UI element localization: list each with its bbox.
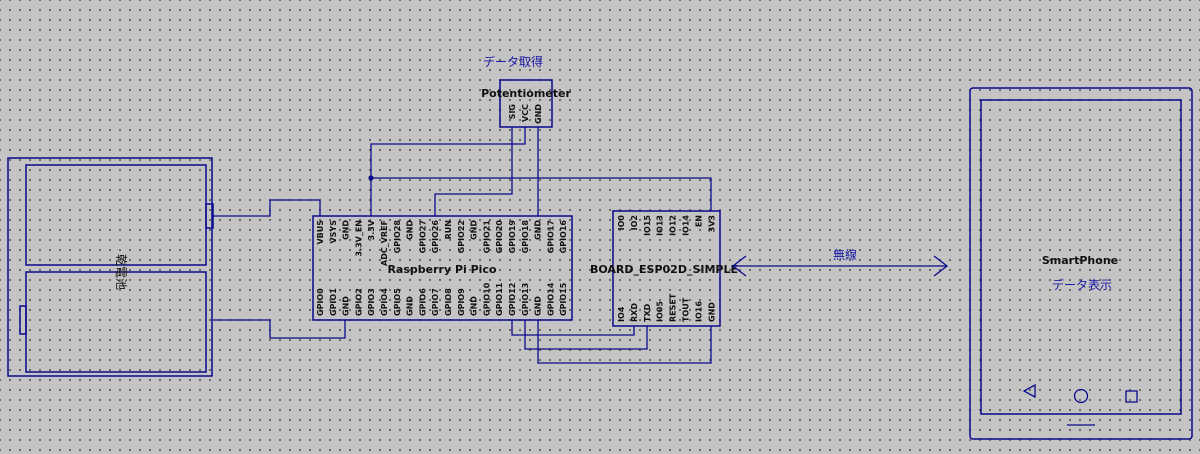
pin-label: VCC	[521, 104, 530, 122]
pin-label: GPIO16	[559, 220, 568, 254]
back-triangle-icon	[1022, 383, 1036, 399]
battery: 乾電池	[7, 157, 214, 377]
potentiometer-body	[499, 79, 553, 128]
pin-label: GPIO14	[546, 282, 555, 316]
battery-label: 乾電池	[114, 254, 128, 290]
pin-label: GND	[406, 296, 415, 316]
pin-label: GPIO7	[431, 288, 440, 316]
potentiometer-title: Potentiometer	[481, 87, 571, 100]
pin-label: GND	[342, 220, 351, 240]
pin-label: GPIO0	[316, 288, 325, 316]
pin-label: GPIO10	[482, 282, 491, 316]
pin-label: GPIO20	[495, 220, 504, 254]
recent-square-icon	[1125, 390, 1138, 403]
potentiometer-caption: データ取得	[483, 54, 543, 69]
pin-label: GND	[707, 302, 716, 322]
pin-label: GND	[534, 296, 543, 316]
wires	[213, 127, 712, 364]
pin-label: GPIO15	[559, 282, 568, 316]
pin-label: IO13	[656, 215, 665, 236]
pin-label: GPIO1	[329, 288, 338, 316]
pin-label: GPIO3	[367, 288, 376, 316]
pin-label: GND	[534, 104, 543, 124]
pin-label: GPIO17	[546, 220, 555, 253]
battery-cell-1	[25, 164, 207, 266]
pin-label: IO16	[694, 301, 703, 322]
pin-label: VBUS	[316, 220, 325, 245]
wire-3v3-to-esp	[371, 177, 712, 211]
pin-label: GPIO26	[431, 220, 440, 254]
pin-label: GPIO4	[380, 288, 389, 316]
pico-body	[312, 215, 573, 321]
pin-label: IO4	[617, 306, 626, 322]
wireless-label: 無線	[833, 247, 857, 262]
pin-label: IO12	[669, 215, 678, 236]
pin-label: GND	[470, 296, 479, 316]
pin-label: GPIO27	[418, 220, 427, 253]
pin-label: GPIO19	[508, 220, 517, 254]
pin-label: IO0	[617, 215, 626, 231]
smartphone: SmartPhone データ表示	[969, 87, 1193, 440]
wire-txd	[524, 320, 648, 350]
pico-title: Raspberry Pi Pico	[387, 263, 497, 276]
pin-label: GPIO5	[393, 288, 402, 316]
pin-label: 3V3	[707, 215, 716, 232]
pin-label: GPIO8	[444, 288, 453, 316]
battery-terminal-neg	[19, 305, 27, 335]
esp-title: BOARD_ESP02D_SIMPLE	[590, 263, 738, 276]
pin-label: EN	[694, 215, 703, 227]
pin-label: GND	[534, 220, 543, 240]
pin-label: GPIO2	[354, 288, 363, 316]
smartphone-title: SmartPhone	[1042, 254, 1118, 267]
smartphone-subtitle: データ表示	[1052, 277, 1112, 292]
wire-pot-sig	[434, 127, 513, 216]
pin-label: GPIO11	[495, 282, 504, 316]
pin-label: RESET	[669, 293, 678, 322]
wireless-arrow-right-head	[933, 255, 949, 277]
pin-label: GPIO21	[482, 220, 491, 254]
wireless-arrow-left-head	[731, 255, 747, 277]
pin-label: GPIO18	[521, 220, 530, 254]
pin-label: TXD	[643, 303, 652, 322]
pin-label: GPIO12	[508, 283, 517, 316]
pin-label: GPIO28	[393, 220, 402, 254]
wire-gnd-esp	[537, 320, 712, 364]
home-circle-icon	[1073, 388, 1089, 404]
wire-rxd	[511, 320, 635, 336]
pin-label: VSYS	[329, 220, 338, 244]
pin-label: RXD	[630, 303, 639, 322]
battery-outer	[7, 157, 213, 377]
pin-label: 3.3V_EN	[354, 220, 363, 257]
pin-label: ADC_VREF	[380, 220, 389, 266]
smartphone-outer	[969, 87, 1193, 440]
pin-label: TOUT	[682, 297, 691, 322]
smartphone-screen	[980, 99, 1182, 415]
pin-label: 3.3V	[367, 219, 376, 240]
pin-label: IO05	[656, 301, 665, 322]
junction-dot	[368, 175, 374, 181]
pin-label: GND	[342, 296, 351, 316]
pin-label: GND	[470, 220, 479, 240]
pin-label: IO2	[630, 215, 639, 230]
potentiometer: データ取得 Potentiometer SIG VCC GND	[481, 54, 571, 128]
wire-3v3-bus	[370, 127, 526, 216]
pin-label: RUN	[444, 220, 453, 239]
wireless-link: 無線	[731, 247, 949, 277]
pin-label: GND	[406, 220, 415, 240]
pin-label: IO14	[682, 215, 691, 236]
battery-terminal-pos	[205, 203, 214, 229]
pin-label: GPIO9	[457, 288, 466, 316]
pin-label: SIG	[508, 104, 517, 119]
esp-body	[612, 210, 721, 327]
pin-label: IO15	[643, 215, 652, 236]
wire-battery-neg	[213, 319, 346, 339]
pin-label: GPIO22	[457, 220, 466, 253]
pin-label: GPIO13	[521, 283, 530, 316]
wire-battery-pos	[213, 199, 321, 217]
pin-label: GPIO6	[418, 288, 427, 316]
